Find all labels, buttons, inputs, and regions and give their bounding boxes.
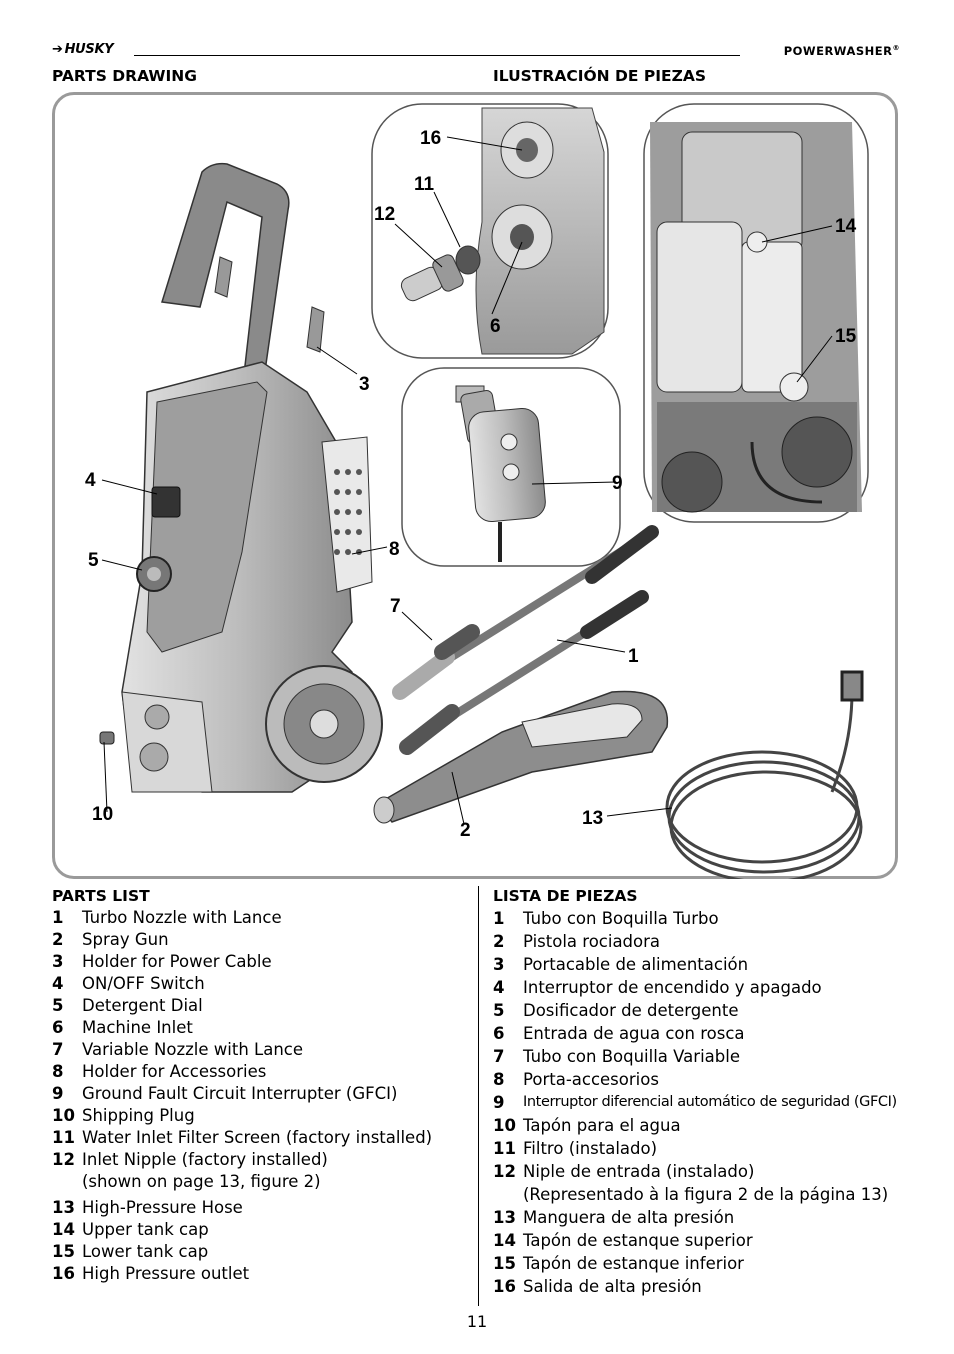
parts-list-title: PARTS LIST <box>52 887 150 905</box>
callout-6: 6 <box>490 316 501 337</box>
callout-14: 14 <box>835 216 857 237</box>
parts-drawing-title: PARTS DRAWING <box>52 67 197 85</box>
list-item: (shown on page 13, figure 2) <box>82 1172 321 1191</box>
callout-5: 5 <box>88 550 99 571</box>
spray-gun <box>373 690 669 824</box>
ilustracion-title: ILUSTRACIÓN DE PIEZAS <box>493 67 706 85</box>
product-name: POWERWASHER® <box>783 44 900 58</box>
lances <box>392 525 659 755</box>
callout-12: 12 <box>374 204 395 225</box>
header-rule <box>134 55 740 56</box>
pressure-washer-body <box>99 162 383 793</box>
column-divider <box>478 886 479 1306</box>
callout-8: 8 <box>389 539 400 560</box>
lista-piezas-title: LISTA DE PIEZAS <box>493 887 638 905</box>
callout-16: 16 <box>420 128 441 149</box>
inset-outlet <box>371 103 609 359</box>
list-item: (Representado à la figura 2 de la página… <box>523 1185 889 1204</box>
inset-tank <box>643 103 869 523</box>
callout-9: 9 <box>612 473 623 494</box>
inset-gfci <box>401 367 621 567</box>
callout-3: 3 <box>359 374 370 395</box>
callout-13: 13 <box>582 808 603 829</box>
husky-logo: ➔HUSKY <box>52 42 114 57</box>
callout-1: 1 <box>628 646 639 667</box>
leader-lines <box>101 136 833 825</box>
callout-2: 2 <box>460 820 471 841</box>
callout-10: 10 <box>92 804 113 825</box>
page-header: ➔HUSKY POWERWASHER® <box>52 40 900 60</box>
high-pressure-hose <box>665 670 864 879</box>
parts-illustration: 16 11 12 6 14 15 3 4 9 5 8 7 1 10 2 13 <box>85 103 869 879</box>
page-number: 11 <box>466 1312 488 1331</box>
callout-15: 15 <box>835 326 857 347</box>
callout-7: 7 <box>390 596 401 617</box>
callout-4: 4 <box>85 470 96 491</box>
callout-11: 11 <box>414 174 435 195</box>
logo-arrow-icon: ➔ <box>52 42 63 57</box>
